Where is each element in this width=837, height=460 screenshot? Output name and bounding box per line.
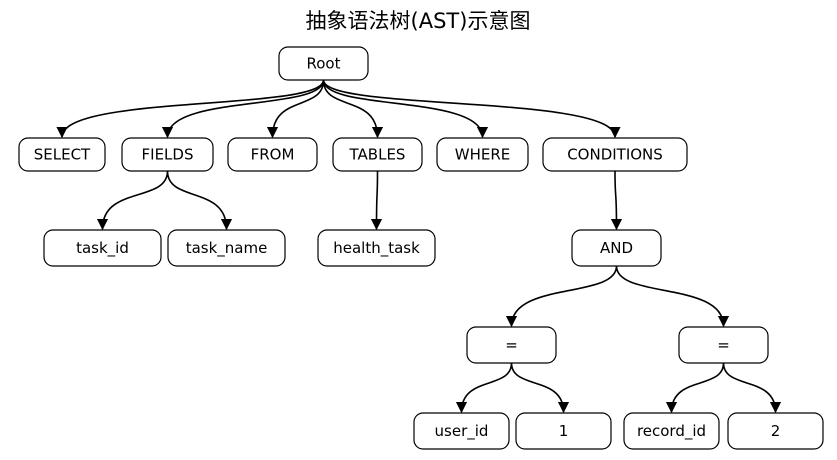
node-root-label: Root [307,55,341,73]
node-eq-left-label: = [505,336,518,354]
edge-conditions-to-and [610,170,623,231]
node-health-task: health_task [317,229,436,267]
node-health-task-label: health_task [333,239,420,258]
node-fields: FIELDS [121,137,214,172]
edge-root-to-where [322,79,489,139]
edge-and-to-eq-left [505,265,618,328]
nodes-layer: Root SELECT FIELDS FROM TABLES WHERE CON… [18,46,824,450]
node-root: Root [278,46,369,81]
edge-and-to-eq-right [615,265,730,328]
node-and-label: AND [600,239,633,257]
edge-eq-left-to-one [510,362,570,414]
node-user-id-label: user_id [435,422,489,441]
node-eq-right: = [678,326,769,364]
node-one: 1 [515,412,612,450]
node-two-label: 2 [771,422,781,440]
diagram-title: 抽象语法树(AST)示意图 [306,9,531,33]
edge-root-to-tables [322,79,384,139]
edge-root-to-fields [161,79,325,139]
edge-fields-to-task-id [96,170,169,231]
edge-fields-to-task-name [166,170,233,231]
node-conditions: CONDITIONS [542,137,688,172]
node-one-label: 1 [559,422,569,440]
node-conditions-label: CONDITIONS [567,146,663,164]
node-task-id-label: task_id [76,239,129,258]
node-and: AND [571,229,662,267]
edges-layer [56,79,782,414]
edge-eq-right-to-two [722,362,782,414]
node-fields-label: FIELDS [142,146,194,164]
node-from-label: FROM [251,146,295,164]
node-eq-left: = [466,326,557,364]
edge-tables-to-health-task [370,170,383,231]
node-task-name-label: task_name [186,239,268,258]
node-task-name: task_name [167,229,286,267]
node-select: SELECT [18,137,106,172]
node-tables: TABLES [332,137,423,172]
node-where-label: WHERE [455,146,511,164]
node-task-id: task_id [43,229,162,267]
edge-eq-left-to-user-id [455,362,513,414]
node-tables-label: TABLES [349,146,406,164]
node-select-label: SELECT [34,146,91,164]
node-record-id-label: record_id [637,422,706,441]
node-user-id: user_id [413,412,510,450]
node-from: FROM [227,137,318,172]
node-two: 2 [727,412,824,450]
edge-root-to-from [266,79,325,139]
edge-root-to-conditions [322,79,621,139]
node-eq-right-label: = [717,336,730,354]
node-record-id: record_id [623,412,720,450]
edge-eq-right-to-record-id [665,362,725,414]
node-where: WHERE [436,137,529,172]
edge-root-to-select [56,79,325,139]
